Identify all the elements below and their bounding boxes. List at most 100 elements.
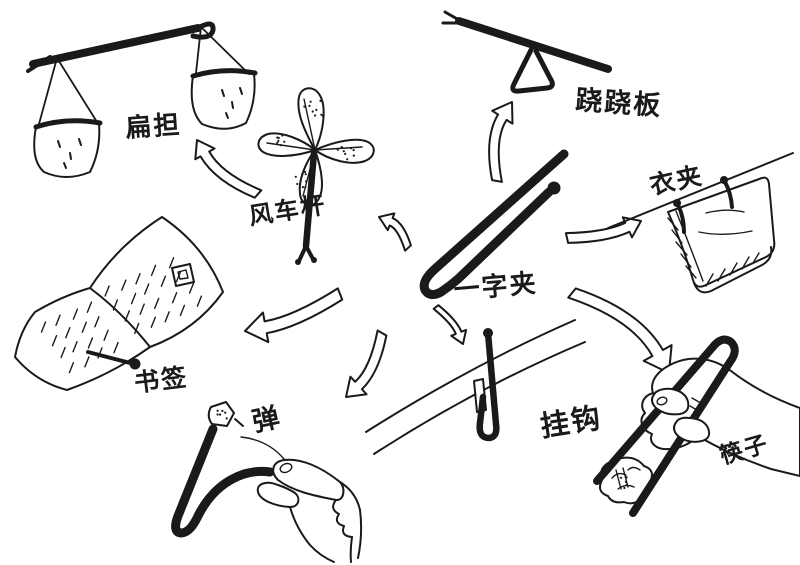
stipple-dot <box>305 180 308 183</box>
page-text-dash <box>164 311 170 323</box>
stipple-dot <box>296 182 299 186</box>
stipple-dot <box>624 480 628 483</box>
page-text-dash <box>104 285 110 297</box>
right-basket-body <box>190 73 256 130</box>
curled-fingers <box>332 499 353 538</box>
stipple-dot <box>224 411 227 414</box>
page-text-dash <box>51 335 58 347</box>
stipple-dot <box>336 148 339 151</box>
pinwheel-stick <box>302 149 318 250</box>
stipple-dot <box>304 173 307 176</box>
stipple-dot <box>276 136 279 139</box>
towel-left-band <box>675 210 704 282</box>
page-text-dash <box>40 321 47 333</box>
sketch-hook <box>365 319 586 455</box>
stipple-dot <box>221 409 224 412</box>
clothesline <box>607 152 794 229</box>
pinwheel-folds <box>266 98 363 197</box>
stipple-dot <box>304 186 307 189</box>
stipple-dot <box>303 170 307 173</box>
hook-pin-shaft <box>476 329 500 442</box>
page-text-dash <box>175 270 182 283</box>
page-text-dash <box>179 304 186 317</box>
fingernail <box>656 396 668 406</box>
seesaw-plank <box>455 17 612 73</box>
stipple-dot <box>350 147 353 150</box>
stipple-dot <box>301 186 304 189</box>
page-text-dash <box>154 297 160 310</box>
stick-tip-blob <box>311 257 317 263</box>
book-crease <box>89 287 151 348</box>
page-text-dash <box>60 346 66 359</box>
page-text-dash <box>87 337 94 349</box>
towel-hem <box>693 246 773 294</box>
arrow-to-flick-shooter <box>345 329 388 398</box>
right-basket-strings <box>195 26 250 75</box>
seesaw-plank-fork <box>441 10 461 25</box>
page-text-dash <box>103 329 109 341</box>
page-text-dash <box>134 322 140 335</box>
sketch-clothes-peg <box>607 152 794 294</box>
stipple-dot <box>303 105 306 108</box>
right-basket-rim <box>190 68 258 79</box>
stipple-dot <box>219 413 222 416</box>
stipple-dot <box>623 486 626 490</box>
seesaw-fulcrum <box>510 47 555 94</box>
sketch-bobby-pin-center <box>419 149 569 300</box>
stipple-dot <box>276 141 279 144</box>
pinwheel-blade-left <box>257 132 316 157</box>
trajectory-tick <box>234 418 244 427</box>
page-text-dash <box>135 273 141 285</box>
sketch-flick-shooter <box>171 401 363 563</box>
page-text-dash <box>81 321 87 333</box>
page-text-dash <box>113 341 119 354</box>
bookmark-pin-loop <box>129 358 141 370</box>
right-basket-ticks <box>221 87 243 119</box>
page-text-dash <box>112 299 119 311</box>
peg-pin-shaft <box>723 180 734 209</box>
stipple-dot <box>301 172 304 176</box>
stipple-dot <box>294 175 297 178</box>
stipple-dot <box>225 417 228 420</box>
book-stamp <box>171 263 195 287</box>
towel-hem-hatch <box>705 252 760 287</box>
stipple-dot <box>283 140 286 143</box>
sketch-chopsticks <box>593 335 800 517</box>
stipple-dot <box>311 110 314 113</box>
label-bobby-pin: 一字夹 <box>452 268 539 306</box>
page-text-dash <box>68 361 75 374</box>
sketch-book-bookmark <box>14 216 224 391</box>
page-text-dash <box>144 283 150 295</box>
left-basket-ticks <box>57 138 82 169</box>
stipple-dot <box>308 104 311 107</box>
sketch-seesaw <box>441 10 612 94</box>
page-text-dash <box>150 264 157 276</box>
trajectory-line <box>240 436 285 460</box>
towel-creases <box>698 209 753 235</box>
radiating-arrows <box>194 101 673 398</box>
left-basket-body <box>33 123 101 178</box>
hook-pin-knob <box>483 328 493 338</box>
pole-loop-end <box>190 21 216 40</box>
page-text-dash <box>171 292 178 304</box>
label-seesaw: 跷跷板 <box>574 84 664 122</box>
stipple-dot <box>279 144 283 147</box>
page-text-dash <box>150 316 156 328</box>
stipple-dot <box>216 409 219 412</box>
stipple-dot <box>352 154 355 157</box>
page-text-dash <box>55 314 61 326</box>
stipple-dot <box>625 483 628 487</box>
fingernail <box>279 462 293 474</box>
stipple-dot <box>619 476 623 479</box>
arrow-to-seesaw <box>488 101 514 183</box>
pinwheel-blade-right <box>314 138 375 164</box>
stipple-dot <box>315 108 318 111</box>
left-basket-strings <box>38 57 98 125</box>
stipple-dot <box>352 149 355 152</box>
stipple-dot <box>277 139 280 142</box>
towel-left-hatch <box>667 217 697 279</box>
label-bookmark: 书签 <box>132 362 190 398</box>
stipple-dot <box>216 413 219 416</box>
